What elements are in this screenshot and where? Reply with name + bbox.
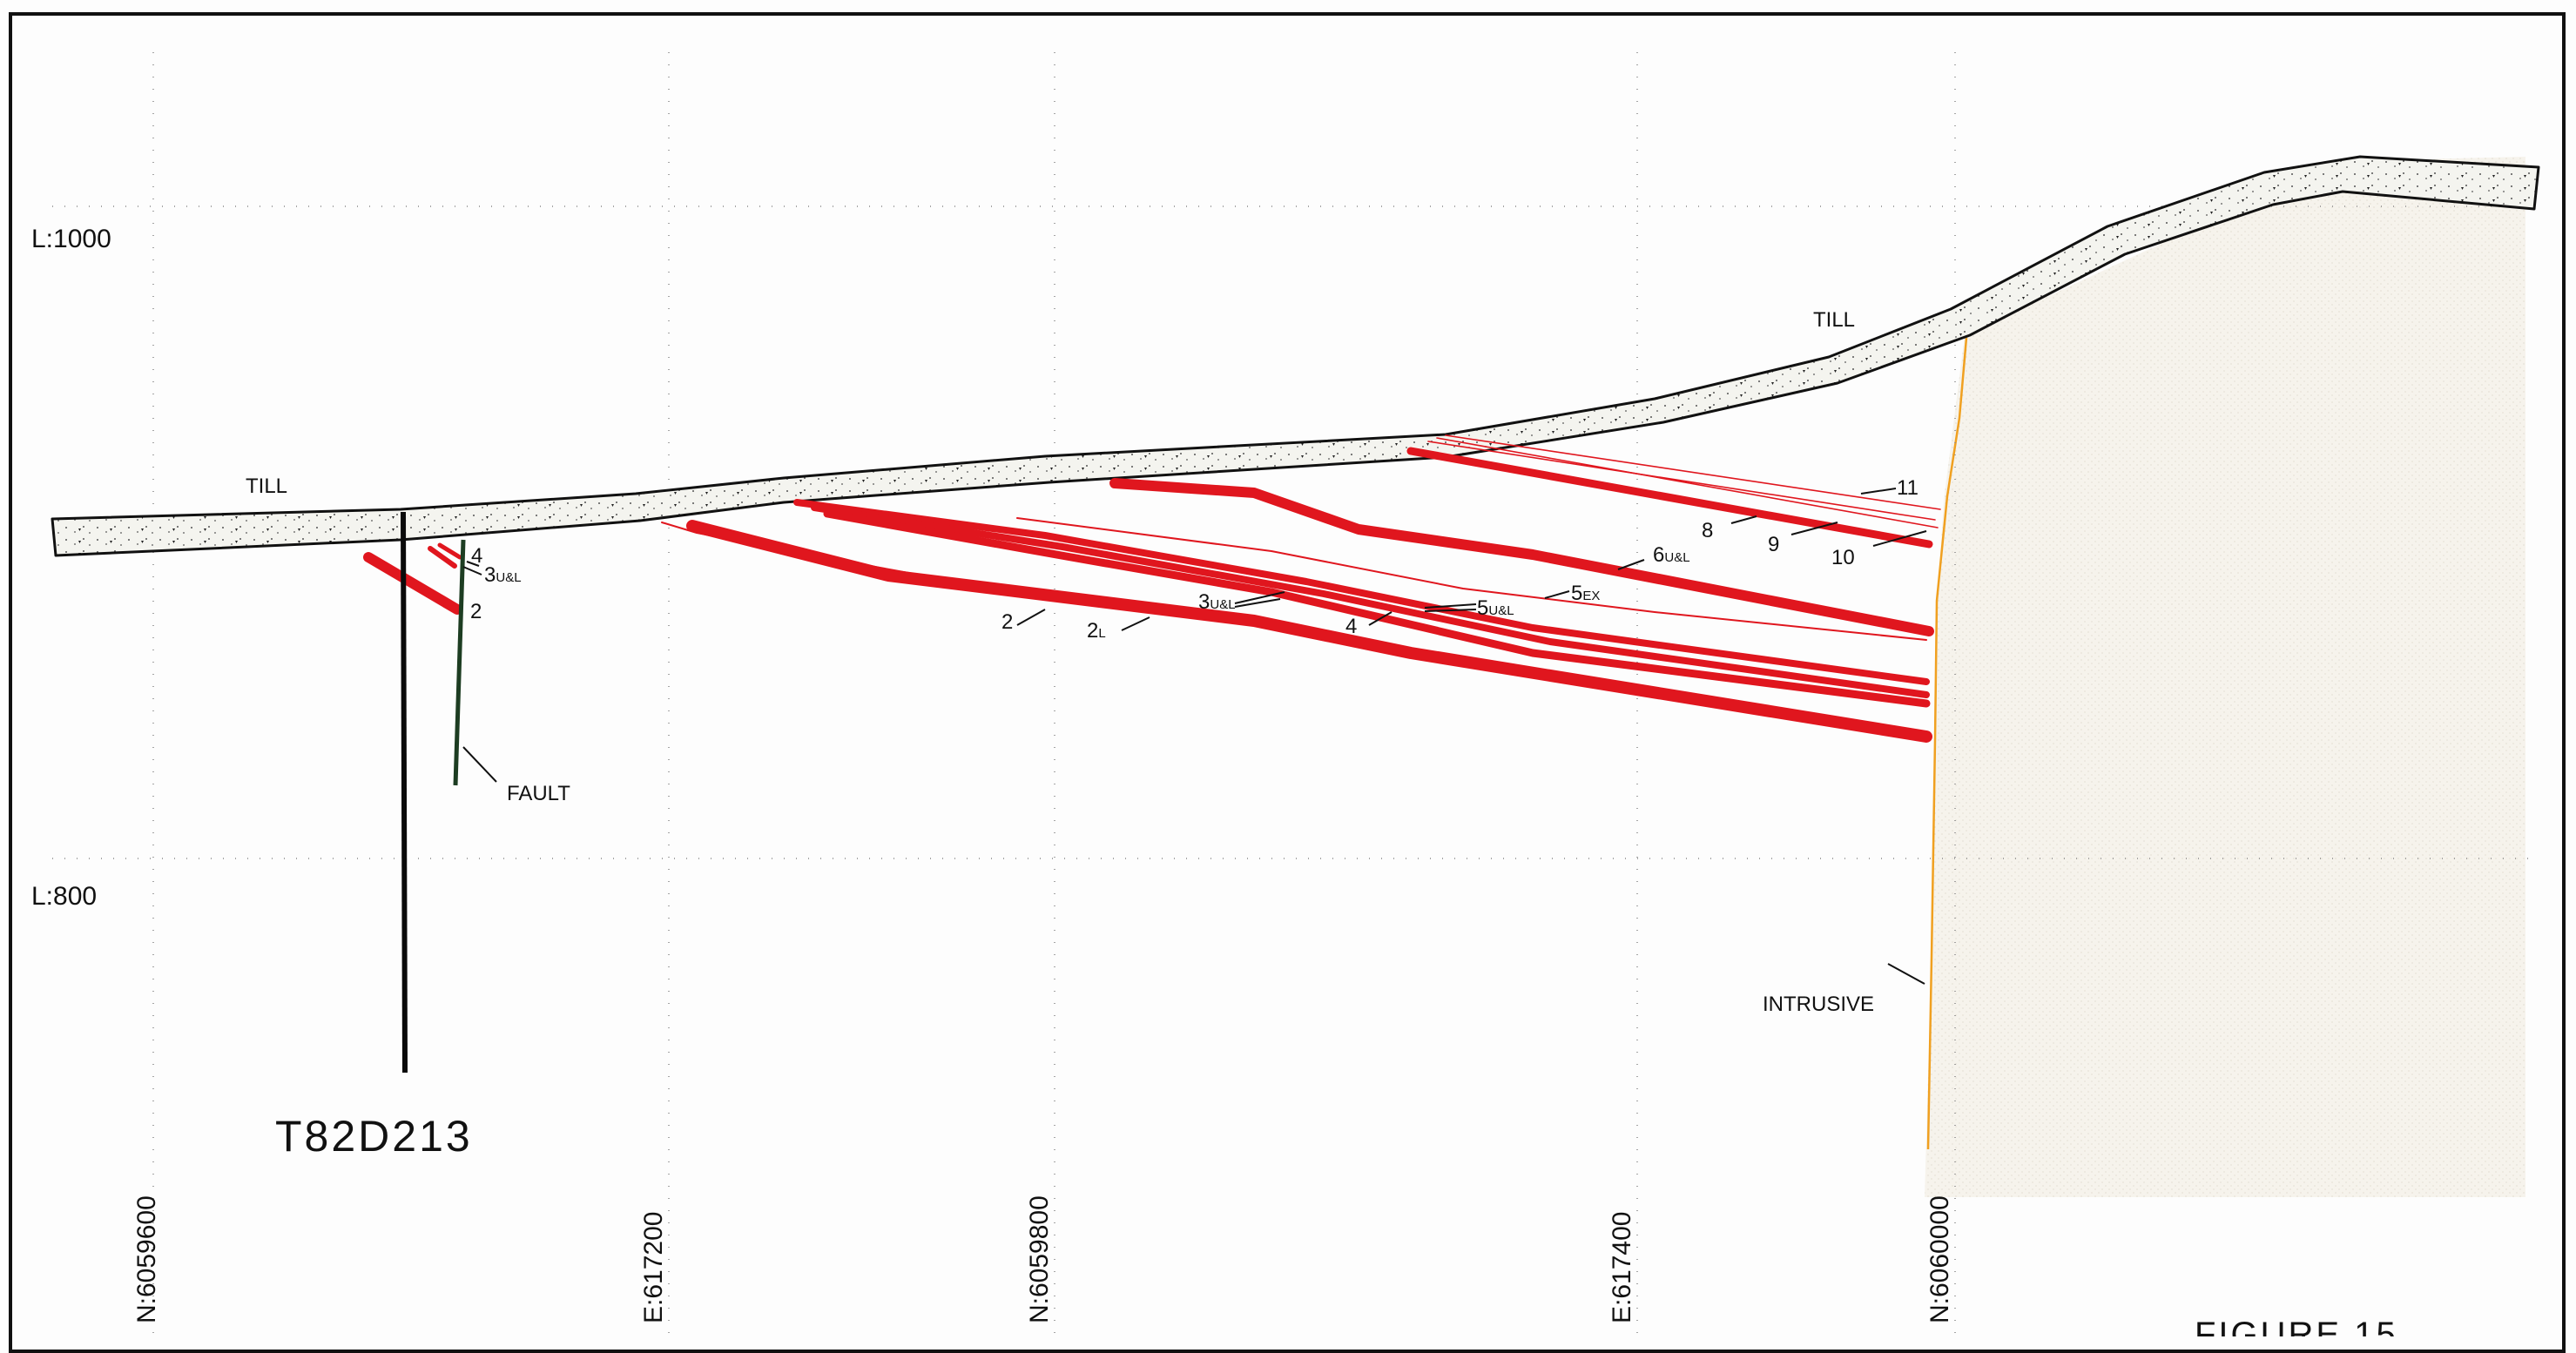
left-seams: [363, 542, 462, 615]
leader-11: [1860, 488, 1897, 495]
seam-3ul-line: [823, 509, 1931, 708]
leader-5ul-b: [1424, 609, 1477, 612]
fault-label: FAULT: [507, 782, 570, 805]
coal-seams: [661, 434, 1941, 743]
seam-5ul-line-upper: [793, 499, 1930, 685]
seam-5ex-line: [1016, 517, 1927, 641]
intrusive-contact-line: [1926, 337, 1968, 1150]
grid-label-e617200: E:617200: [639, 1212, 668, 1323]
seam-label-2: 2: [1001, 610, 1013, 634]
grid-label-n6059800: N:6059800: [1025, 1195, 1054, 1323]
seam-2-line: [686, 520, 1932, 743]
leader-3ul-b: [1234, 598, 1281, 608]
left-seam-label-2: 2: [470, 600, 482, 623]
till-label-right: TILL: [1813, 308, 1855, 332]
seam-label-3ul: 3U&L: [1198, 590, 1236, 614]
left-seam-4-line: [437, 542, 462, 560]
intrusive-leader: [1887, 963, 1925, 985]
seam-label-5ex: 5EX: [1571, 582, 1600, 605]
seam-label-2l: 2L: [1087, 619, 1106, 643]
leader-9: [1790, 522, 1838, 535]
leader-3ul-a: [1234, 591, 1285, 604]
leader-lines: [462, 488, 1927, 985]
leader-5ul-a: [1424, 603, 1477, 609]
seam-10-line: [1436, 437, 1939, 528]
fault-line: [453, 539, 466, 786]
leader-8: [1730, 515, 1757, 524]
leader-2l: [1121, 616, 1150, 631]
seam-label-6ul: 6U&L: [1653, 543, 1690, 567]
seam-label-8: 8: [1702, 519, 1713, 542]
seam-5ul-line-lower: [811, 504, 1930, 698]
left-seam-3-line: [428, 546, 457, 569]
grid-label-n6059600: N:6059600: [132, 1195, 161, 1323]
leader-6ul: [1617, 559, 1645, 570]
left-seam-label-3: 3U&L: [484, 563, 522, 587]
seam-11-line: [1445, 434, 1941, 510]
leader-l3: [462, 566, 482, 576]
level-label-800: L:800: [31, 882, 97, 911]
seam-label-9: 9: [1768, 533, 1779, 556]
level-label-1000: L:1000: [31, 225, 111, 253]
till-layer: [51, 155, 2540, 557]
grid-label-e617400: E:617400: [1608, 1212, 1636, 1323]
intrusive-region: [1925, 157, 2525, 1197]
seam-label-4: 4: [1345, 615, 1357, 638]
intrusive-label: INTRUSIVE: [1763, 993, 1874, 1016]
seam-8-line: [1406, 447, 1933, 549]
leader-l4: [466, 561, 480, 567]
leader-2: [1016, 609, 1046, 626]
figure-label: FIGURE 15: [2195, 1316, 2398, 1336]
seam-label-11: 11: [1897, 476, 1919, 500]
left-seam-2-line: [363, 552, 462, 615]
drillhole-line: [401, 511, 408, 1074]
drillhole-label: T82D213: [275, 1112, 473, 1161]
grid-label-n6060000: N:6060000: [1925, 1195, 1954, 1323]
fault-leader: [462, 746, 497, 783]
seam-6-line: [1109, 478, 1934, 636]
leader-10: [1872, 530, 1927, 547]
leader-5ex: [1544, 590, 1570, 599]
seam-label-10: 10: [1831, 546, 1855, 569]
seam-label-5ul: 5U&L: [1477, 596, 1514, 620]
seam-9-line: [1427, 441, 1936, 521]
till-label-left: TILL: [246, 475, 287, 498]
leader-4: [1368, 611, 1393, 626]
left-seam-label-4: 4: [471, 544, 482, 568]
